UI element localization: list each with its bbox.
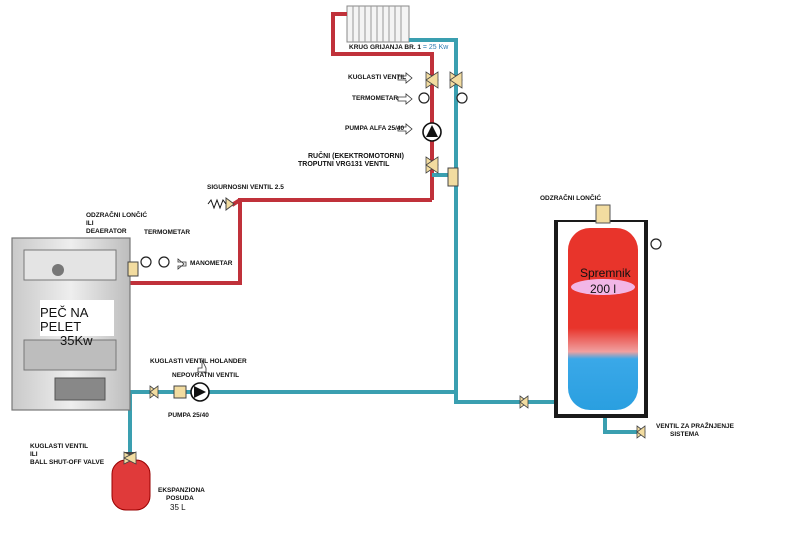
pump-25-label: PUMPA 25/40 [168, 412, 209, 419]
boiler-label-1: PEČ NA [40, 305, 89, 320]
ball-valve-top-label: KUGLASTI VENTIL [348, 74, 407, 81]
tank-volume-label: 200 l [590, 282, 617, 296]
valve-icons [123, 71, 646, 465]
tank-name-label: Spremnik [580, 266, 631, 280]
mixing-valve-label-2: TROPUTNI VRG131 VENTIL [298, 161, 390, 168]
manometer-label: MANOMETAR [190, 260, 233, 267]
drain-label-1: VENTIL ZA PRAŽNJENJE [656, 423, 735, 430]
expansion-label-3: 35 L [170, 503, 186, 512]
radiator-circuit-label: KRUG GRIJANJA BR. 1 = 25 Kw [349, 44, 448, 52]
boiler-label: PEČ NA PELET 35Kw [40, 306, 93, 348]
boiler-label-2: PELET [40, 319, 82, 334]
ball-shutoff-label-2: ILI [30, 451, 38, 458]
safety-valve-icon [225, 197, 235, 211]
valve-box-icon [447, 167, 459, 187]
boiler-label-3: 35Kw [60, 333, 93, 348]
pump-alfa-label: PUMPA ALFA 25/40 [345, 125, 405, 132]
label-arrows [177, 72, 413, 373]
hot-supply-pipes [130, 12, 434, 285]
deaerator-label-1: ODZRAČNI LONČIĆ [86, 212, 148, 219]
thermometer-boiler-label: TERMOMETAR [144, 229, 191, 236]
check-valve-icon [173, 385, 187, 399]
radiator-power-text: = 25 Kw [422, 44, 449, 51]
tank-deaerator-label: ODZRAČNI LONČIĆ [540, 195, 602, 202]
spring-icon [207, 198, 227, 210]
radiator-circuit-text: KRUG GRIJANJA BR. 1 [349, 44, 421, 51]
check-valve-label: NEPOVRATNI VENTIL [172, 372, 240, 379]
boiler [11, 237, 131, 411]
safety-valve-label: SIGURNOSNI VENTIL 2.5 [207, 184, 284, 191]
deaerator-label-3: DEAERATOR [86, 228, 127, 235]
deaerator-icon [127, 261, 139, 277]
pump-alfa-icon [422, 122, 442, 142]
radiator [346, 5, 410, 43]
ball-shutoff-label-3: BALL SHUT-OFF VALVE [30, 459, 105, 466]
holander-label: KUGLASTI VENTIL HOLANDER [150, 358, 247, 365]
gauge-icons [140, 92, 662, 268]
mixing-valve-label-1: RUČNI (EKEKTROMOTORNI) [308, 153, 404, 160]
expansion-label-1: EKSPANZIONA [158, 487, 205, 494]
thermometer-top-label: TERMOMETAR [352, 95, 399, 102]
expansion-label-2: POSUDA [166, 495, 194, 502]
drain-label-2: SISTEMA [670, 431, 699, 438]
deaerator-label-2: ILI [86, 220, 94, 227]
pump-25-icon [190, 382, 210, 402]
ball-shutoff-label-1: KUGLASTI VENTIL [30, 443, 89, 450]
storage-tank [554, 204, 648, 418]
